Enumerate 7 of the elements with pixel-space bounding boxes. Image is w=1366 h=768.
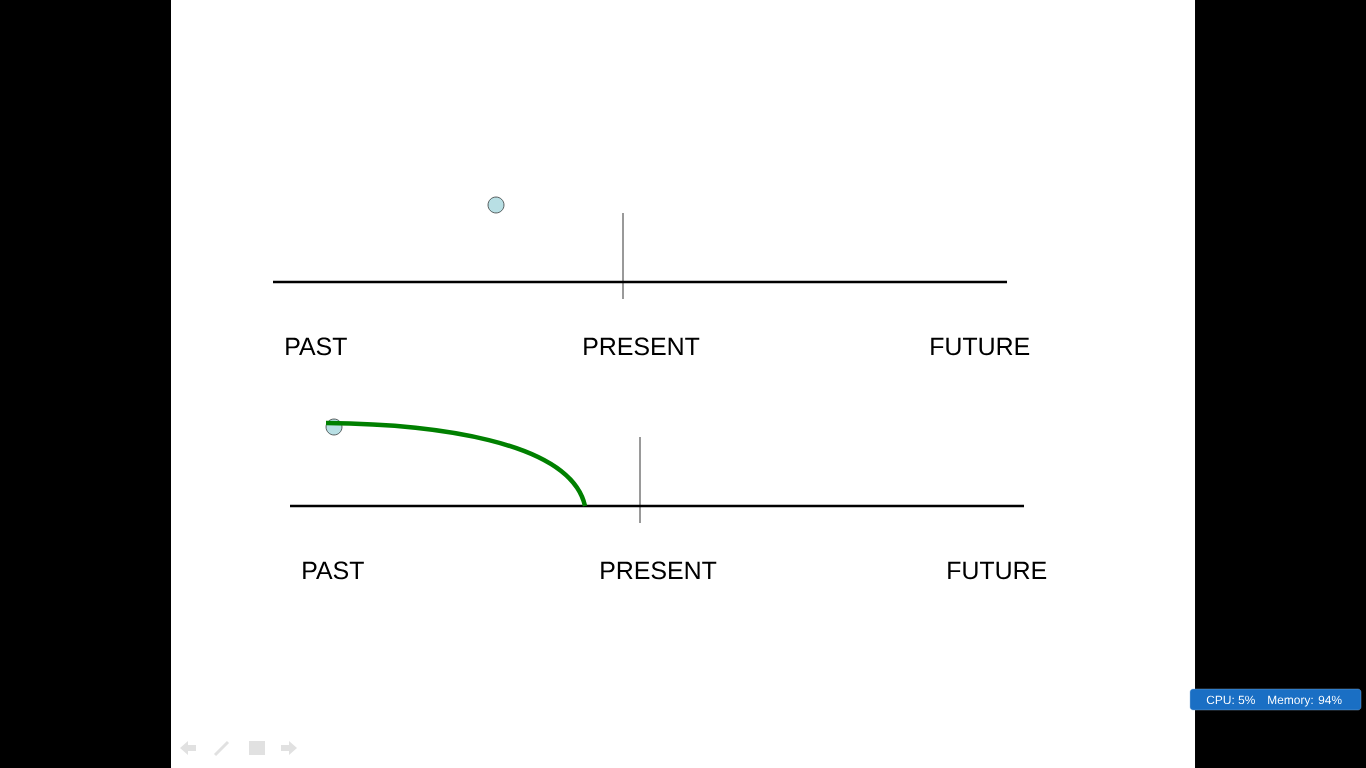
axis-label: FUTURE xyxy=(931,337,1030,356)
axis-label: PRESENT xyxy=(584,337,700,356)
axis-label: PAST xyxy=(303,561,364,580)
axis-label: FUTURE xyxy=(948,561,1047,580)
axis-label: PAST xyxy=(286,337,347,356)
axis-label: PRESENT xyxy=(601,561,717,580)
status-widget: CPU: 5% Memory: 94% xyxy=(1189,688,1362,711)
